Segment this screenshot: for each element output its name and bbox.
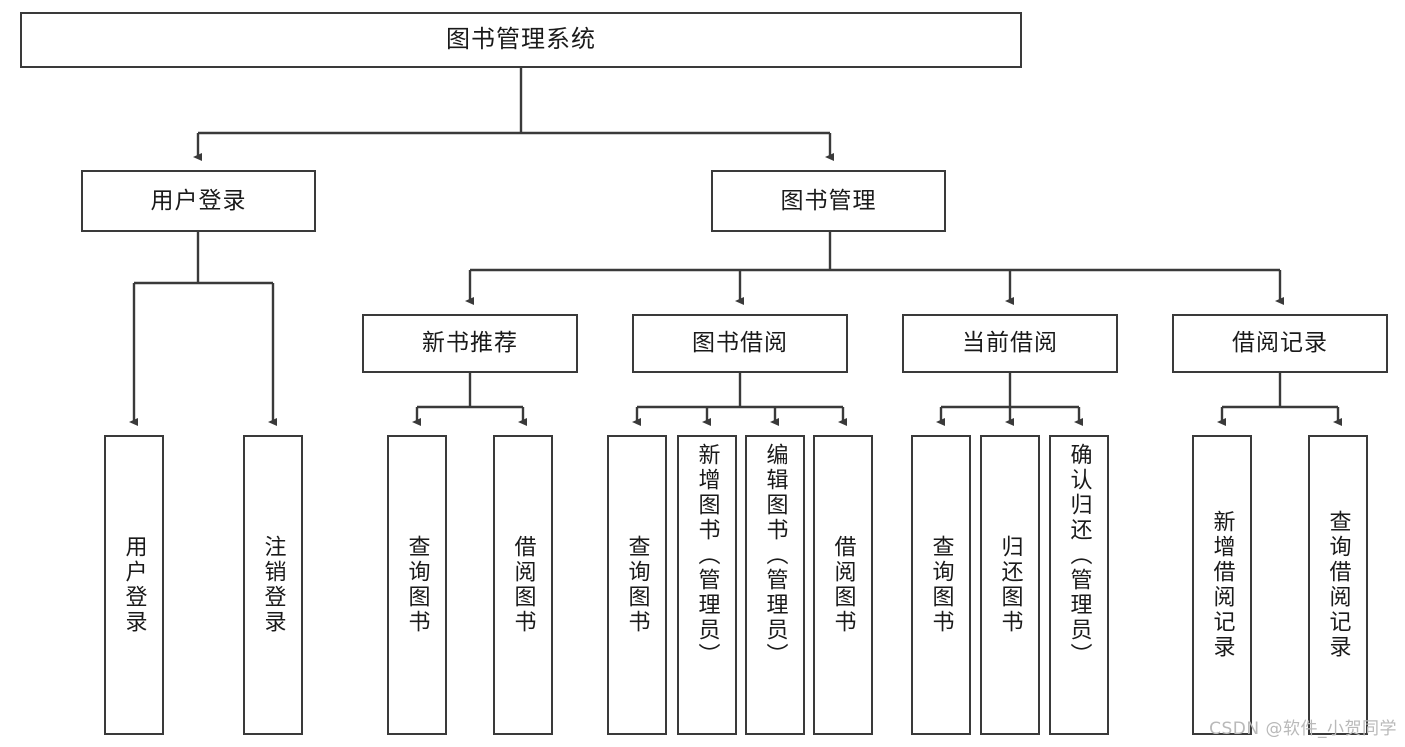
leaf-current-borrow-return[interactable]: 归还图书 [980,435,1040,735]
leaf-new-book-query-label: 查询图书 [404,535,430,635]
leaf-current-borrow-confirm-return[interactable]: 确认归还（管理员） [1049,435,1109,735]
leaf-book-borrow-borrow-label: 借阅图书 [830,535,856,635]
leaf-user-login-logout-label: 注销登录 [260,535,286,635]
leaf-user-login-logout[interactable]: 注销登录 [243,435,303,735]
leaf-new-book-borrow[interactable]: 借阅图书 [493,435,553,735]
leaf-book-borrow-add-label: 新增图书（管理员） [694,443,720,668]
node-root-book-management-system[interactable]: 图书管理系统 [20,12,1022,68]
leaf-user-login-login-label: 用户登录 [121,535,147,635]
leaf-borrow-record-query[interactable]: 查询借阅记录 [1308,435,1368,735]
leaf-new-book-query[interactable]: 查询图书 [387,435,447,735]
node-new-book-recommend[interactable]: 新书推荐 [362,314,578,373]
leaf-book-borrow-borrow[interactable]: 借阅图书 [813,435,873,735]
node-borrow-record[interactable]: 借阅记录 [1172,314,1388,373]
node-user-login[interactable]: 用户登录 [81,170,316,232]
leaf-borrow-record-query-label: 查询借阅记录 [1325,510,1351,660]
csdn-watermark: CSDN @软件_小贺同学 [1209,719,1397,739]
node-user-login-label: 用户登录 [150,187,247,214]
leaf-user-login-login[interactable]: 用户登录 [104,435,164,735]
node-borrow-record-label: 借阅记录 [1232,330,1328,357]
node-root-label: 图书管理系统 [446,25,596,54]
leaf-current-borrow-query[interactable]: 查询图书 [911,435,971,735]
leaf-borrow-record-add[interactable]: 新增借阅记录 [1192,435,1252,735]
node-book-management[interactable]: 图书管理 [711,170,946,232]
leaf-book-borrow-edit[interactable]: 编辑图书（管理员） [745,435,805,735]
leaf-book-borrow-add[interactable]: 新增图书（管理员） [677,435,737,735]
node-book-borrow[interactable]: 图书借阅 [632,314,848,373]
leaf-new-book-borrow-label: 借阅图书 [510,535,536,635]
leaf-current-borrow-return-label: 归还图书 [997,535,1023,635]
node-book-borrow-label: 图书借阅 [692,330,788,357]
node-book-management-label: 图书管理 [780,187,877,214]
node-current-borrow[interactable]: 当前借阅 [902,314,1118,373]
node-new-book-recommend-label: 新书推荐 [422,330,518,357]
leaf-current-borrow-query-label: 查询图书 [928,535,954,635]
leaf-borrow-record-add-label: 新增借阅记录 [1209,510,1235,660]
leaf-current-borrow-confirm-return-label: 确认归还（管理员） [1066,443,1092,668]
leaf-book-borrow-query-label: 查询图书 [624,535,650,635]
leaf-book-borrow-query[interactable]: 查询图书 [607,435,667,735]
leaf-book-borrow-edit-label: 编辑图书（管理员） [762,443,788,668]
node-current-borrow-label: 当前借阅 [962,330,1058,357]
